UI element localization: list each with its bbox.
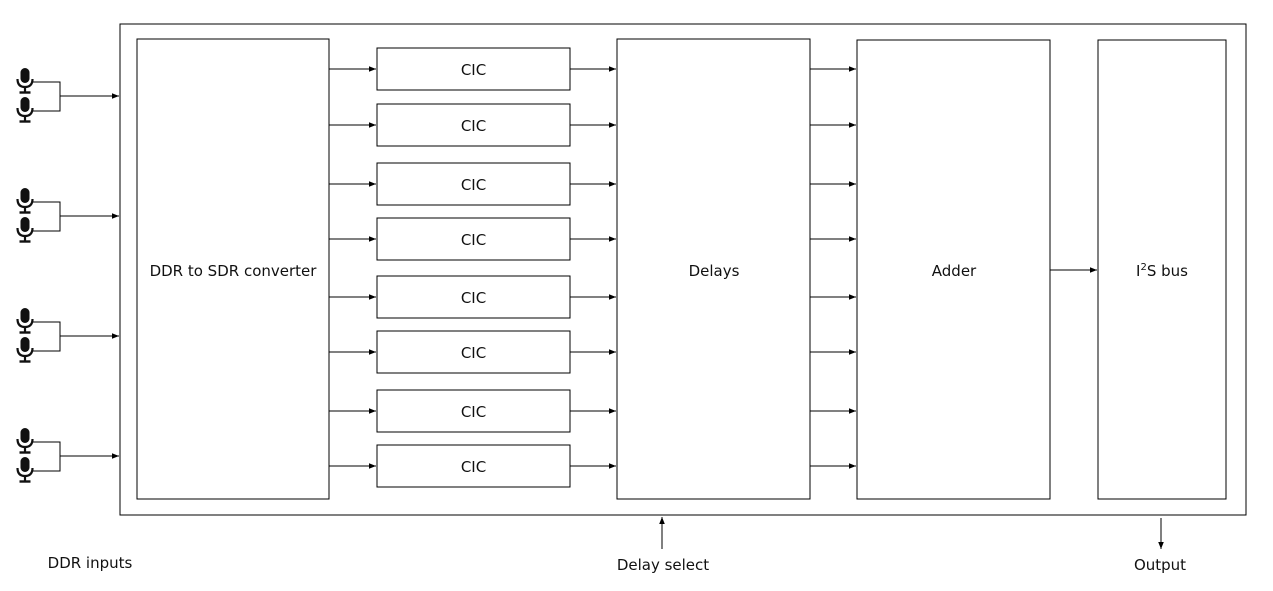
cic-label: CIC bbox=[461, 344, 486, 362]
microphone-icon bbox=[16, 455, 34, 483]
microphone-icon bbox=[16, 186, 34, 214]
ddr-to-sdr-converter-block bbox=[136, 38, 330, 500]
cic-label: CIC bbox=[461, 61, 486, 79]
microphone-icon bbox=[16, 95, 34, 123]
cic-block bbox=[376, 162, 571, 206]
adder-block bbox=[856, 39, 1051, 500]
delays-block bbox=[616, 38, 811, 500]
ddr-inputs-label: DDR inputs bbox=[48, 554, 133, 572]
microphone-merge-wire bbox=[33, 441, 61, 472]
cic-block bbox=[376, 47, 571, 91]
cic-label: CIC bbox=[461, 117, 486, 135]
adder-label: Adder bbox=[932, 262, 977, 280]
microphone-icon bbox=[16, 215, 34, 243]
cic-label: CIC bbox=[461, 231, 486, 249]
i2s-bus-block bbox=[1097, 39, 1227, 500]
delays-label: Delays bbox=[689, 262, 740, 280]
i2s-bus-label: I2S bus bbox=[1136, 262, 1188, 280]
microphone-pair bbox=[16, 66, 119, 123]
cic-block bbox=[376, 217, 571, 261]
microphone-pair bbox=[16, 186, 119, 243]
output-label: Output bbox=[1134, 556, 1186, 574]
microphone-merge-wire bbox=[33, 81, 61, 112]
cic-block bbox=[376, 389, 571, 433]
cic-block bbox=[376, 103, 571, 147]
cic-label: CIC bbox=[461, 458, 486, 476]
microphone-icon bbox=[16, 335, 34, 363]
cic-block bbox=[376, 444, 571, 488]
converter-label: DDR to SDR converter bbox=[150, 262, 318, 280]
microphone-merge-wire bbox=[33, 321, 61, 352]
cic-block bbox=[376, 330, 571, 374]
cic-label: CIC bbox=[461, 289, 486, 307]
microphone-pair bbox=[16, 426, 119, 483]
microphone-merge-wire bbox=[33, 201, 61, 232]
microphone-pair bbox=[16, 306, 119, 363]
microphone-icon bbox=[16, 66, 34, 94]
microphone-icon bbox=[16, 306, 34, 334]
cic-label: CIC bbox=[461, 176, 486, 194]
cic-label: CIC bbox=[461, 403, 486, 421]
delay-select-label: Delay select bbox=[617, 556, 709, 574]
microphone-icon bbox=[16, 426, 34, 454]
